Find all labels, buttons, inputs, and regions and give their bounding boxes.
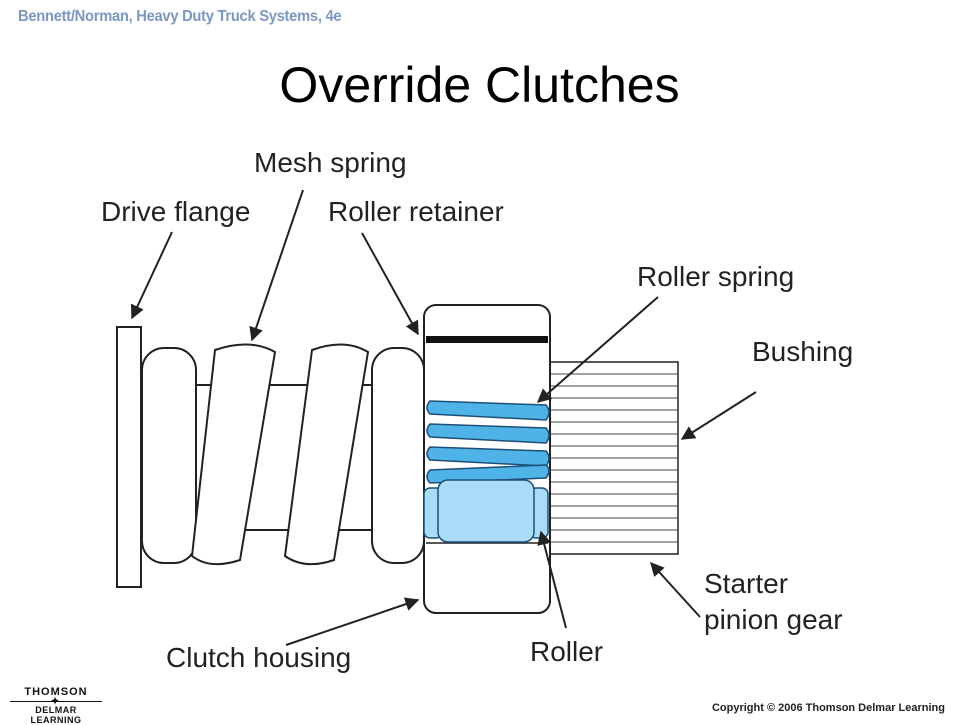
arrow-roller-spring xyxy=(536,296,659,403)
mesh-spring-coils xyxy=(190,343,370,566)
roller-spring xyxy=(426,400,550,484)
label-roller-spring: Roller spring xyxy=(637,261,795,292)
arrow-roller xyxy=(537,530,567,629)
arrow-mesh-spring xyxy=(249,189,304,342)
roller xyxy=(423,479,549,543)
drive-flange xyxy=(116,326,142,588)
slide-title: Override Clutches xyxy=(279,57,680,113)
arrow-starter-pinion xyxy=(650,561,701,618)
label-starter-pinion-gear: Starter pinion gear xyxy=(704,568,843,635)
leader-arrows xyxy=(130,189,757,646)
label-mesh-spring: Mesh spring xyxy=(254,147,407,178)
arrow-drive-flange xyxy=(130,231,173,320)
source-citation: Bennett/Norman, Heavy Duty Truck Systems… xyxy=(18,8,342,25)
copyright-notice: Copyright © 2006 Thomson Delmar Learning xyxy=(711,702,945,714)
label-bushing: Bushing xyxy=(752,336,854,367)
star-icon: ✦ xyxy=(50,694,61,708)
logo-top-text: THOMSON xyxy=(24,686,88,698)
label-roller: Roller xyxy=(530,636,604,667)
publisher-logo: THOMSON ✦ DELMAR LEARNING xyxy=(10,686,102,725)
label-drive-flange: Drive flange xyxy=(101,196,251,227)
arrow-roller-retainer xyxy=(361,232,419,336)
label-clutch-housing: Clutch housing xyxy=(166,642,352,673)
mesh-spring xyxy=(141,347,425,564)
label-roller-retainer: Roller retainer xyxy=(328,196,504,227)
logo-bottom-text: DELMAR LEARNING xyxy=(30,705,82,725)
bushing xyxy=(547,361,679,555)
arrow-clutch-housing xyxy=(285,597,420,646)
logo-rule xyxy=(10,701,102,702)
arrow-bushing xyxy=(680,391,757,440)
